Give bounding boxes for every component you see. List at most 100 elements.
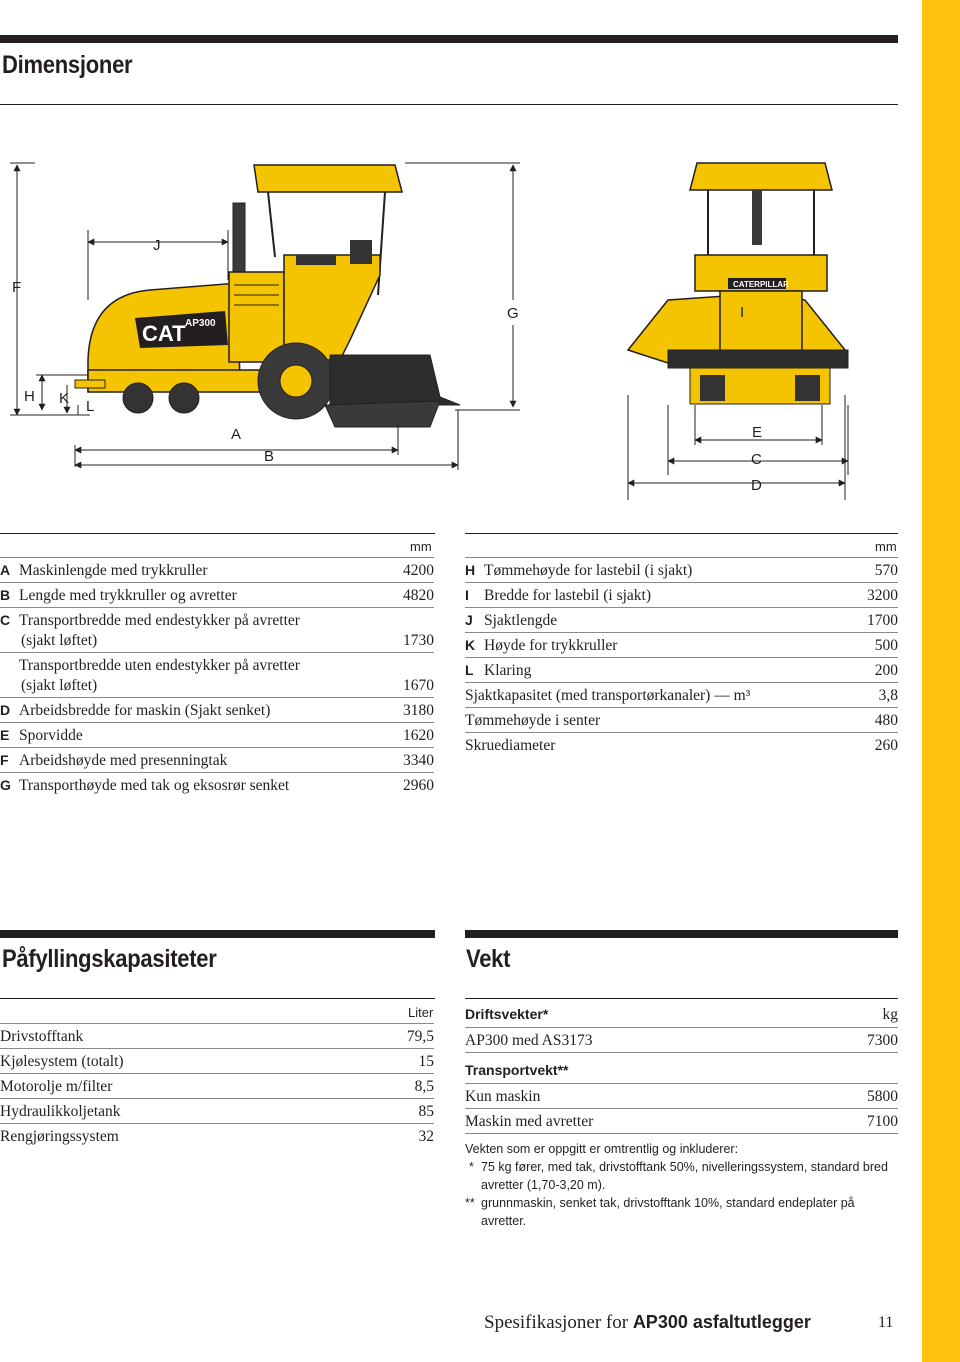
note-1-text: 75 kg fører, med tak, drivstofftank 50%,… xyxy=(481,1160,888,1192)
row-label: Sporvidde xyxy=(19,727,83,744)
row-label: Transportbredde uten endestykker på avre… xyxy=(19,657,300,674)
model-decal-text: AP300 xyxy=(185,318,216,329)
row-code: G xyxy=(0,777,11,793)
capacities-table: Drivstofftank 79,5 Kjølesystem (totalt) … xyxy=(0,1023,434,1148)
front-view-machine: CATERPILLAR xyxy=(626,162,849,405)
weight-unit: kg xyxy=(882,1006,899,1023)
row-value: 3180 xyxy=(403,702,434,719)
operating-weight-header: Driftsvekter* kg xyxy=(465,1004,898,1027)
side-view-machine: CAT AP300 xyxy=(74,164,461,428)
row-value: 1730 xyxy=(403,632,434,649)
dim-label-d: D xyxy=(751,477,762,494)
row-code: C xyxy=(0,612,11,628)
row-label-line2: (sjakt løftet) xyxy=(21,677,98,694)
page-title: Dimensjoner xyxy=(2,51,133,79)
row-value: 7300 xyxy=(867,1032,898,1049)
table-row: Motorolje m/filter 8,5 xyxy=(0,1074,434,1099)
table-row: L Klaring 200 xyxy=(465,658,898,683)
table-row: E Sporvidde 1620 xyxy=(0,723,434,748)
dim-label-g: G xyxy=(507,305,519,322)
note-1: * 75 kg fører, med tak, drivstofftank 50… xyxy=(465,1158,900,1194)
capacities-unit: Liter xyxy=(408,1005,434,1020)
row-value: 8,5 xyxy=(414,1078,434,1095)
dim-label-c: C xyxy=(751,451,762,468)
row-label: Klaring xyxy=(484,662,532,679)
dim-label-b: B xyxy=(264,448,274,465)
row-code: H xyxy=(465,562,476,578)
weight-rule xyxy=(465,998,898,999)
table-row: AP300 med AS3173 7300 xyxy=(465,1027,898,1053)
row-value: 4820 xyxy=(403,587,434,604)
row-label: Motorolje m/filter xyxy=(0,1078,113,1095)
cat-logo-text: CAT xyxy=(142,321,186,346)
dimensions-right-table: H Tømmehøyde for lastebil (i sjakt) 570 … xyxy=(465,557,898,757)
table-row: K Høyde for trykkruller 500 xyxy=(465,633,898,658)
row-label: Transportbredde med endestykker på avret… xyxy=(19,612,300,629)
right-table-top-rule xyxy=(465,533,898,534)
row-code: A xyxy=(0,562,11,578)
row-label: Sjaktlengde xyxy=(484,612,558,629)
dim-label-l: L xyxy=(86,398,94,415)
dim-label-j: J xyxy=(153,237,161,254)
table-row: Kun maskin 5800 xyxy=(465,1083,898,1109)
row-code: J xyxy=(465,612,473,628)
dimensions-left-table: A Maskinlengde med trykkruller 4200 B Le… xyxy=(0,557,434,797)
row-value: 570 xyxy=(874,562,898,579)
weight-title: Vekt xyxy=(466,945,511,973)
row-code: B xyxy=(0,587,11,603)
transport-weight-header: Transportvekt** xyxy=(465,1053,898,1083)
row-label: Rengjøringssystem xyxy=(0,1128,119,1145)
row-value: 3,8 xyxy=(878,687,898,704)
footer-caption: Spesifikasjoner for AP300 asfaltutlegger xyxy=(484,1312,811,1334)
row-value: 7100 xyxy=(867,1113,898,1130)
row-value: 500 xyxy=(874,637,898,654)
transport-weight-heading: Transportvekt** xyxy=(465,1062,569,1078)
table-row: J Sjaktlengde 1700 xyxy=(465,608,898,633)
side-view-dimensions xyxy=(10,162,459,470)
dim-label-h: H xyxy=(24,388,35,405)
weight-notes: Vekten som er oppgitt er omtrentlig og i… xyxy=(465,1140,900,1230)
note-2-mark: ** xyxy=(465,1196,475,1210)
row-label: Hydraulikkoljetank xyxy=(0,1103,121,1120)
row-code: L xyxy=(465,662,474,678)
left-unit-mm: mm xyxy=(410,539,432,554)
dim-label-i: I xyxy=(740,304,744,321)
table-row: Kjølesystem (totalt) 15 xyxy=(0,1049,434,1074)
row-label-line2: (sjakt løftet) xyxy=(21,632,98,649)
row-label: Arbeidshøyde med presenningtak xyxy=(19,752,228,769)
row-label: Maskin med avretter xyxy=(465,1113,594,1130)
weight-table: Driftsvekter* kg AP300 med AS3173 7300 T… xyxy=(465,1004,898,1134)
title-bottom-rule xyxy=(0,104,898,105)
row-label-wrap: Transportbredde med endestykker på avret… xyxy=(19,611,300,651)
row-value: 480 xyxy=(874,712,898,729)
row-value: 1700 xyxy=(867,612,898,629)
dim-label-k: K xyxy=(59,390,69,407)
note-2: ** grunnmaskin, senket tak, drivstofftan… xyxy=(465,1194,900,1230)
row-label-wrap: Transportbredde uten endestykker på avre… xyxy=(19,656,300,696)
row-value: 3340 xyxy=(403,752,434,769)
row-label: Lengde med trykkruller og avretter xyxy=(19,587,237,604)
row-label: Tømmehøyde i senter xyxy=(465,712,601,729)
row-value: 4200 xyxy=(403,562,434,579)
row-label: Drivstofftank xyxy=(0,1028,84,1045)
table-row: D Arbeidsbredde for maskin (Sjakt senket… xyxy=(0,698,434,723)
row-code: D xyxy=(0,702,11,718)
row-code: E xyxy=(0,727,10,743)
footer-product: AP300 asfaltutlegger xyxy=(632,1312,811,1332)
table-row: Sjaktkapasitet (med transportørkanaler) … xyxy=(465,683,898,708)
front-view-dimensions xyxy=(627,395,849,500)
title-top-bar xyxy=(0,35,898,43)
table-row: Transportbredde uten endestykker på avre… xyxy=(0,653,434,698)
row-code: I xyxy=(465,587,469,603)
footer-prefix: Spesifikasjoner for xyxy=(484,1312,629,1333)
row-label: Sjaktkapasitet (med transportørkanaler) … xyxy=(465,687,751,704)
table-row: B Lengde med trykkruller og avretter 482… xyxy=(0,583,434,608)
operating-weight-heading: Driftsvekter* xyxy=(465,1006,549,1022)
page-number: 11 xyxy=(878,1314,894,1331)
row-label: Arbeidsbredde for maskin (Sjakt senket) xyxy=(19,702,271,719)
table-row: C Transportbredde med endestykker på avr… xyxy=(0,608,434,653)
row-value: 15 xyxy=(418,1053,435,1070)
note-1-mark: * xyxy=(469,1160,474,1174)
table-row: F Arbeidshøyde med presenningtak 3340 xyxy=(0,748,434,773)
table-row: A Maskinlengde med trykkruller 4200 xyxy=(0,558,434,583)
